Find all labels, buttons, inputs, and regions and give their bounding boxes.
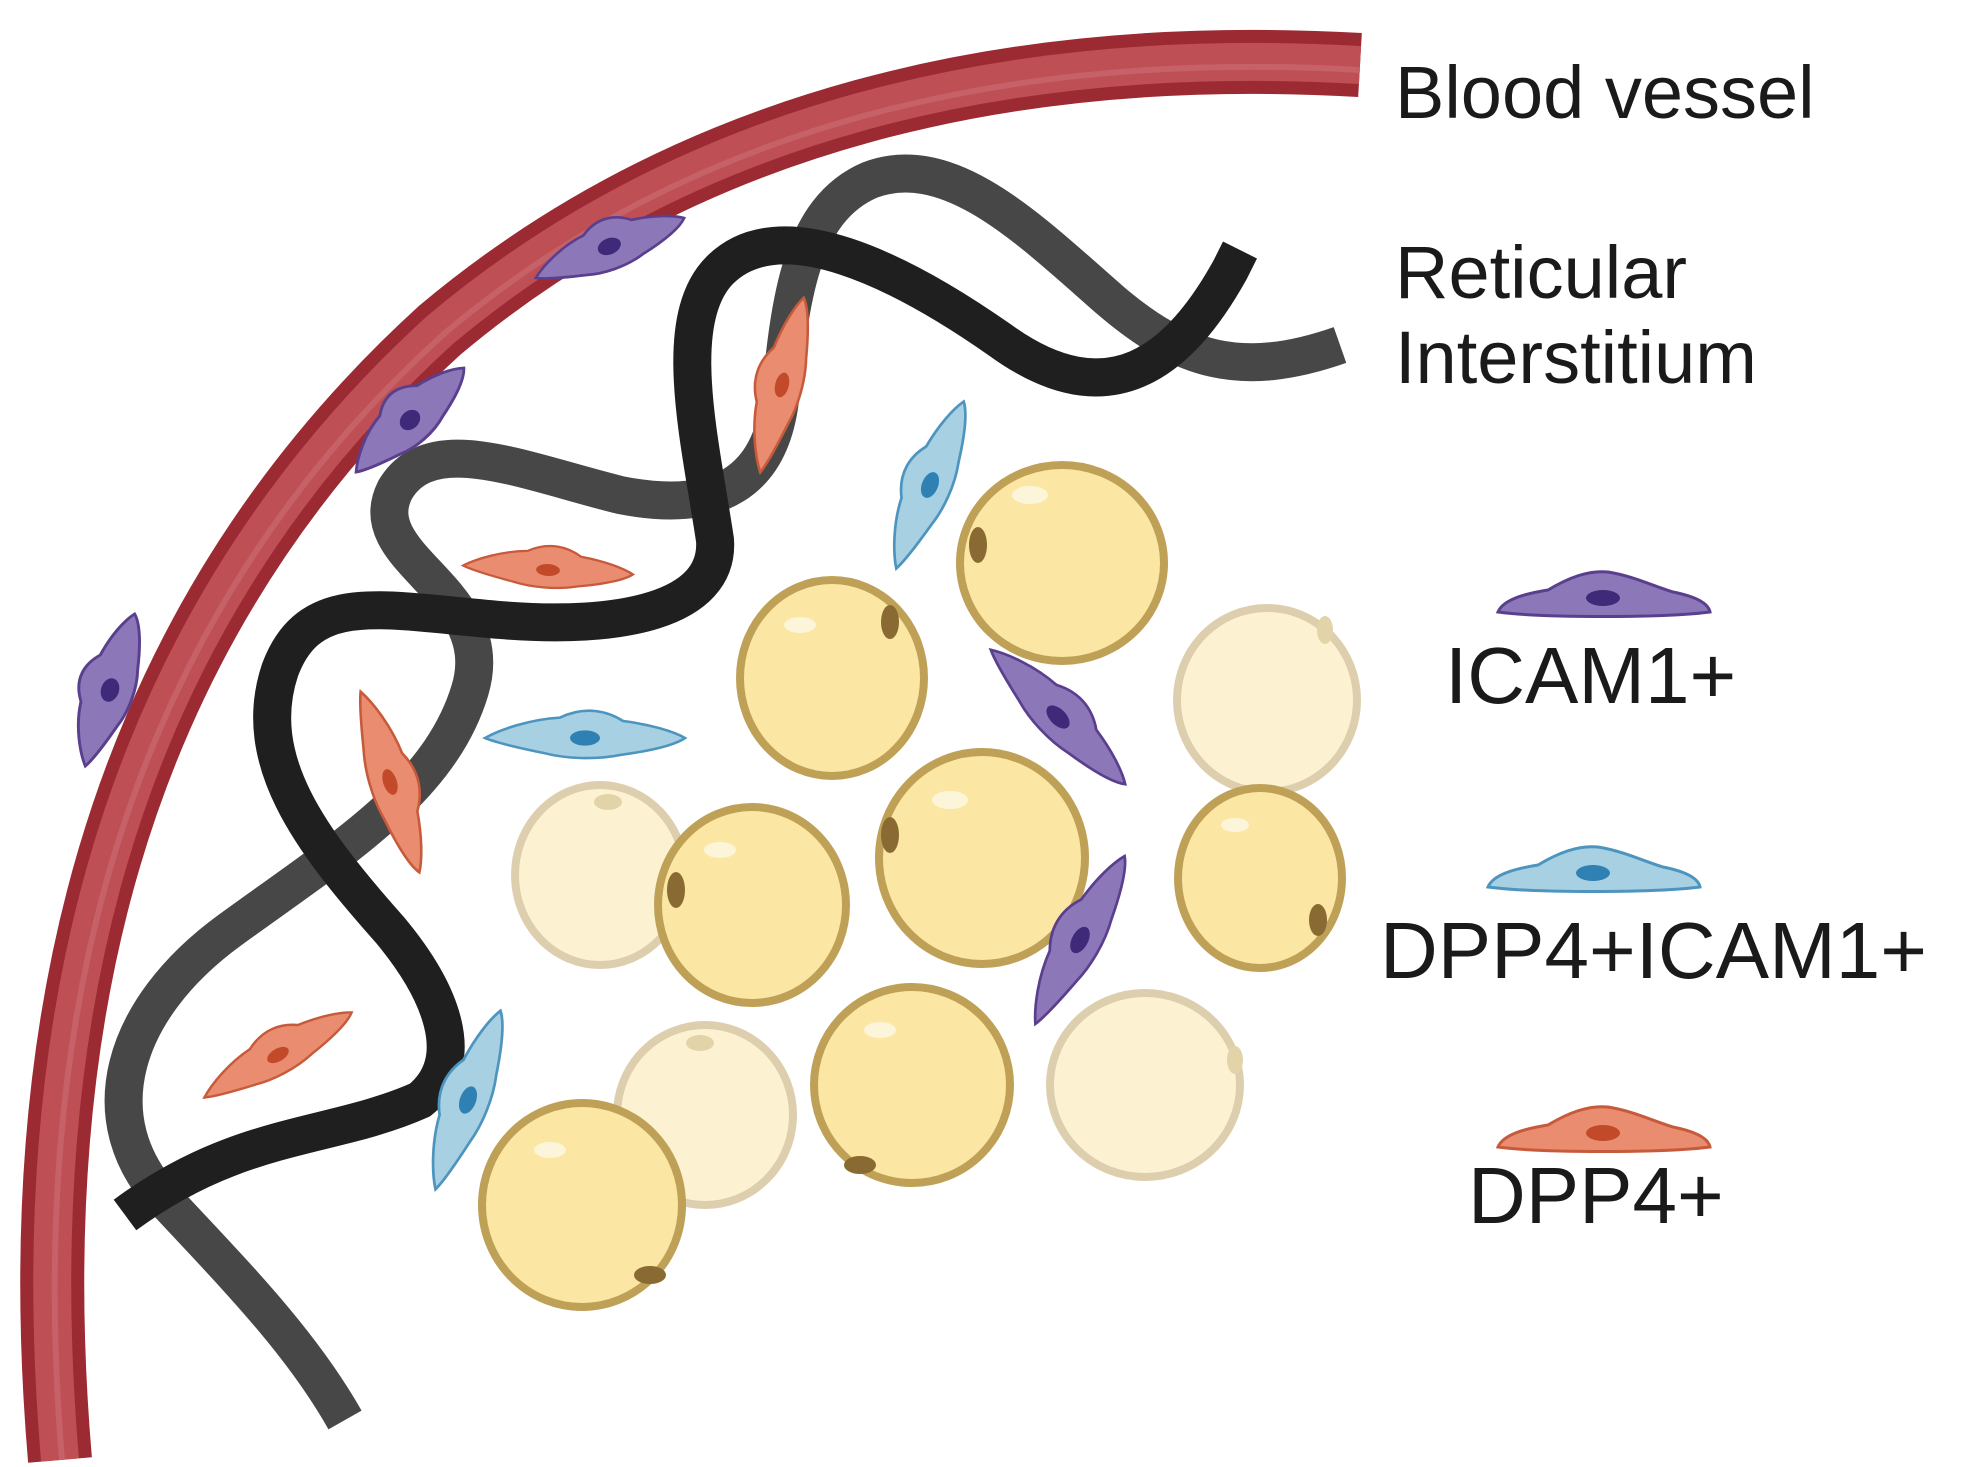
adipocyte-faded: [1173, 604, 1361, 796]
reticular-interstitium-fibers: [104, 154, 1347, 1430]
legend-swatch-dpp4-icam1: [1486, 845, 1702, 893]
blood-vessel: [20, 29, 1362, 1463]
legend-label-dpp4: DPP4+: [1468, 1151, 1724, 1240]
icam1-cell: [332, 343, 482, 491]
reticular-interstitium-label-line-2: Interstitium: [1395, 316, 1757, 400]
dpp4-icam1-cell: [406, 999, 522, 1198]
adipocyte: [478, 1099, 686, 1311]
icam1-cell: [974, 628, 1147, 801]
fiber-black: [113, 226, 1257, 1231]
adipocyte: [736, 576, 928, 780]
blood-vessel-label: Blood vessel: [1395, 51, 1815, 134]
legend-label-icam1: ICAM1+: [1445, 631, 1737, 720]
reticular-interstitium-label: Reticular Interstitium: [1395, 230, 1757, 400]
adipocyte-group: [478, 461, 1361, 1311]
icam1-cell: [53, 602, 159, 775]
adipocyte: [654, 803, 850, 1007]
adipocyte: [1174, 784, 1346, 972]
icam1-cell: [1008, 841, 1145, 1036]
fiber-gray: [104, 154, 1347, 1430]
dpp4-icam1-cell: [483, 709, 687, 760]
dpp4-cell: [460, 540, 636, 594]
icam1-cell: [523, 189, 694, 300]
adipocyte: [875, 748, 1089, 968]
adipocyte-faded: [1046, 989, 1244, 1181]
dpp4-cell: [732, 289, 825, 479]
dpp4-icam1-cells: [406, 389, 985, 1198]
dpp4-cell: [190, 989, 363, 1116]
adipocyte-faded: [511, 781, 689, 969]
dpp4-cells: [190, 289, 825, 1116]
reticular-interstitium-label-line-1: Reticular: [1395, 231, 1687, 314]
dpp4-cell: [340, 681, 447, 880]
adipocyte: [810, 983, 1014, 1187]
adipocyte: [956, 461, 1168, 665]
icam1-cells: [53, 189, 1147, 1036]
dpp4-icam1-cell: [868, 389, 985, 578]
legend-swatch-dpp4: [1496, 1105, 1712, 1153]
legend-swatch-icam1: [1496, 570, 1712, 618]
legend-label-dpp4-icam1: DPP4+ICAM1+: [1380, 906, 1927, 995]
